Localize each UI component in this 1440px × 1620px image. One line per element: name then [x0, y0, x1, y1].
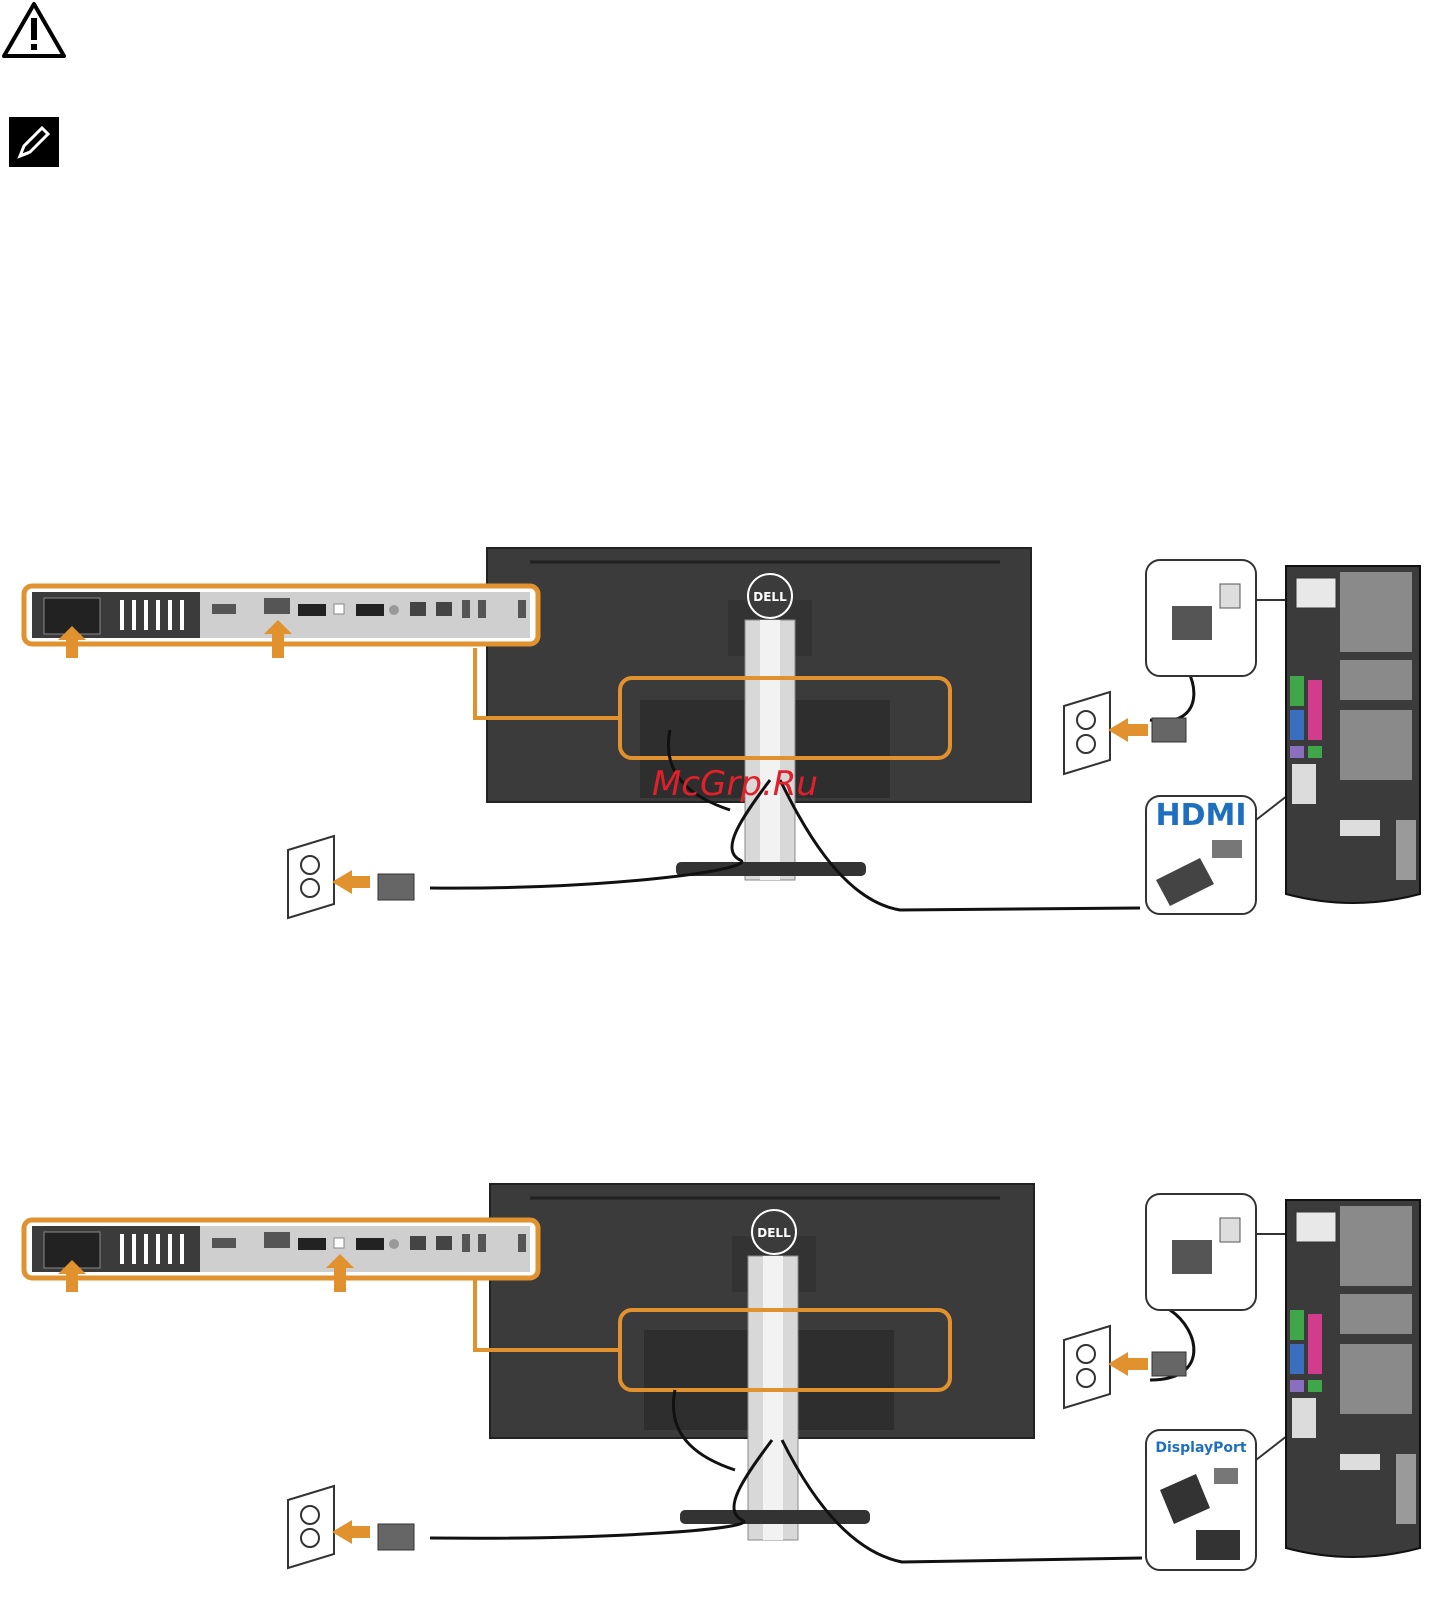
svg-text:DELL: DELL — [757, 1226, 791, 1240]
dell-logo: DELL — [748, 574, 792, 618]
displayport-connector-inset: DisplayPort — [1146, 1430, 1256, 1570]
power-plug-left — [378, 874, 414, 900]
port-panel-inset — [24, 1220, 538, 1278]
hdmi-connection-diagram: DELL — [0, 520, 1440, 970]
plug-arrow-right — [1108, 718, 1148, 742]
watermark-text: McGrp.Ru — [652, 764, 818, 804]
hdmi-connector-inset: HDMI — [1146, 796, 1256, 914]
plug-arrow-left — [332, 1520, 370, 1544]
displayport-label: DisplayPort — [1155, 1440, 1246, 1456]
warning-icon — [0, 0, 70, 60]
wall-outlet-left — [288, 836, 334, 918]
wall-outlet-right — [1064, 692, 1110, 774]
pc-tower — [1286, 1200, 1420, 1557]
note-pencil-icon — [8, 116, 60, 168]
dell-logo: DELL — [752, 1210, 796, 1254]
power-connector-inset — [1146, 1194, 1256, 1310]
power-plug-right — [1152, 1352, 1186, 1376]
power-plug-left — [378, 1524, 414, 1550]
wall-outlet-left — [288, 1486, 334, 1568]
pc-tower — [1286, 566, 1420, 903]
hdmi-label: HDMI — [1155, 798, 1246, 833]
power-plug-right — [1152, 718, 1186, 742]
plug-arrow-left — [332, 870, 370, 894]
power-connector-inset — [1146, 560, 1256, 676]
displayport-connection-diagram: DELL — [0, 1180, 1440, 1620]
plug-arrow-right — [1108, 1352, 1148, 1376]
wall-outlet-right — [1064, 1326, 1110, 1408]
svg-text:DELL: DELL — [753, 590, 787, 604]
